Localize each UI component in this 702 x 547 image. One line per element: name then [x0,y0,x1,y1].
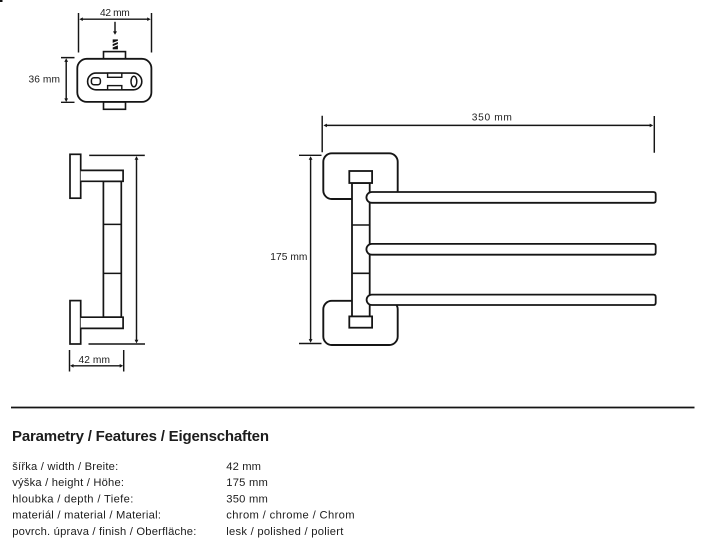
svg-text:175 mm: 175 mm [226,477,267,489]
svg-text:Parametry / Features / Eigensc: Parametry / Features / Eigenschaften [12,428,269,445]
svg-text:42 mm: 42 mm [100,8,130,19]
svg-text:materiál / material / Material: materiál / material / Material: [12,510,161,522]
svg-text:chrom / chrome / Chrom: chrom / chrome / Chrom [226,510,354,522]
svg-text:36 mm: 36 mm [29,75,61,86]
svg-text:šířka / width / Breite:: šířka / width / Breite: [12,461,118,473]
svg-text:výška / height / Höhe:: výška / height / Höhe: [12,477,124,489]
svg-text:42 mm: 42 mm [226,461,261,473]
svg-text:42 mm: 42 mm [79,355,111,366]
svg-text:povrch. úprava / finish / Ober: povrch. úprava / finish / Oberfläche: [12,526,196,538]
svg-text:lesk / polished / poliert: lesk / polished / poliert [226,526,344,538]
svg-text:350 mm: 350 mm [226,493,267,505]
svg-text:350 mm: 350 mm [472,113,512,124]
svg-text:hloubka / depth / Tiefe:: hloubka / depth / Tiefe: [12,493,133,505]
svg-text:175 mm: 175 mm [270,252,307,263]
